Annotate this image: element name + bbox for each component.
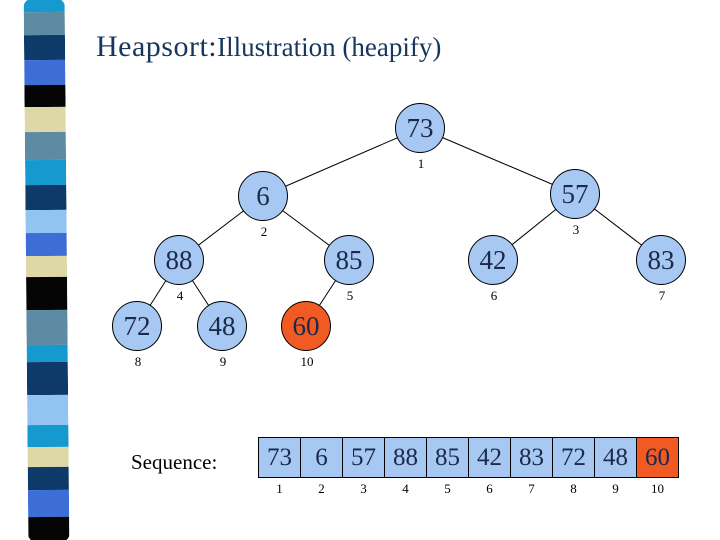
heap-node: 42 6 [468,235,518,303]
heap-node-value: 42 [479,244,507,275]
heap-node: 83 7 [636,235,686,303]
heap-node: 48 9 [197,301,247,369]
heap-node-index: 7 [658,288,666,303]
heap-node-value: 60 [292,310,320,341]
heap-node: 85 5 [324,235,374,303]
sequence-cell-index: 1 [276,481,283,496]
heap-node-value: 73 [406,112,434,143]
sequence-cell: 85 5 [426,437,469,496]
heap-node: 72 8 [112,301,162,369]
sequence-cell-value: 48 [603,443,628,471]
sequence-cell-value: 57 [351,443,376,471]
sequence-cell: 60 10 [636,437,679,496]
heap-node-index: 4 [176,288,184,303]
title-primary: Heapsort: [96,30,218,63]
sequence-cell: 73 1 [258,437,301,496]
sequence-cell: 6 2 [300,437,343,496]
sequence-cell-index: 9 [612,481,619,496]
sequence-cell-value: 85 [435,443,460,471]
tree-edge [262,127,421,197]
sequence-label: Sequence: [131,450,218,474]
sequence-cell-value: 60 [645,443,670,471]
sequence-cell-value: 73 [267,443,292,471]
sequence-cell: 88 4 [384,437,427,496]
heap-node-value: 88 [165,244,193,275]
sequence-cell-index: 8 [570,481,577,496]
heap-node: 6 2 [238,171,288,239]
sequence-cell-index: 2 [318,481,325,496]
sequence-cell-index: 10 [651,481,664,496]
heap-node-value: 6 [256,180,270,211]
heap-node: 57 3 [550,169,600,237]
heap-node-index: 3 [572,222,580,237]
sequence-cell-value: 88 [393,443,418,471]
sequence-cell-index: 4 [402,481,409,496]
heap-node-value: 72 [123,310,151,341]
sequence-cells: 73 1 6 2 57 3 88 4 85 5 42 6 83 7 72 8 4… [258,437,679,496]
sequence-cell-value: 83 [519,443,544,471]
tree-edge [419,127,576,195]
heap-node: 60 10 [281,301,331,369]
heap-node-value: 83 [647,244,675,275]
heap-node-index: 2 [260,224,268,239]
sequence-cell-value: 6 [315,443,328,471]
heap-node-index: 10 [300,354,314,369]
sequence-cell: 57 3 [342,437,385,496]
sequence-cell: 72 8 [552,437,595,496]
heap-node-index: 1 [417,156,425,171]
heap-node-index: 6 [490,288,498,303]
sequence-cell: 42 6 [468,437,511,496]
sequence-cell-value: 72 [561,443,586,471]
heap-node: 73 1 [395,103,445,171]
sequence-cell-index: 3 [360,481,367,496]
slide-title: Heapsort:Illustration (heapify) [96,30,441,64]
heap-node: 88 4 [154,235,204,303]
sequence-cell-value: 42 [477,443,502,471]
title-secondary: Illustration (heapify) [217,32,442,62]
heap-node-value: 57 [561,178,589,209]
sequence-cell: 48 9 [594,437,637,496]
heap-node-index: 8 [134,354,142,369]
heap-node-value: 48 [208,310,236,341]
heap-node-index: 5 [346,288,354,303]
sequence-cell-index: 6 [486,481,493,496]
heap-node-value: 85 [335,244,363,275]
sequence-cell-index: 5 [444,481,451,496]
sequence-cell-index: 7 [528,481,535,496]
heap-node-index: 9 [219,354,227,369]
sequence-cell: 83 7 [510,437,553,496]
